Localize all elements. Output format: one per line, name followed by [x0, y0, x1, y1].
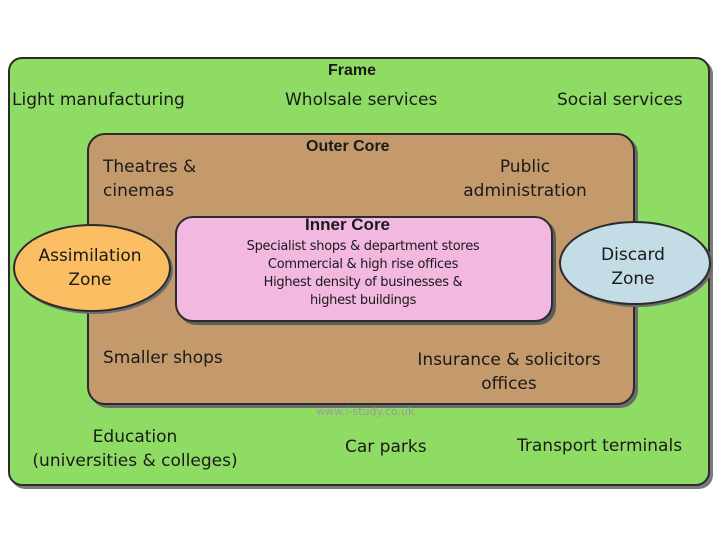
assimilation-line1: Assimilation: [38, 246, 142, 266]
label-education-line1: Education: [92, 427, 178, 447]
label-social-services: Social services: [557, 90, 683, 110]
label-theatres-line1: Theatres &: [103, 157, 197, 177]
label-insurance-line2: offices: [481, 374, 537, 394]
inner-core-line: highest buildings: [309, 293, 417, 308]
label-car-parks: Car parks: [345, 437, 427, 457]
label-light-manufacturing: Light manufacturing: [12, 90, 185, 110]
label-public-line2: administration: [463, 181, 587, 201]
outer-core-title: Outer Core: [306, 138, 390, 155]
label-public-line1: Public: [499, 157, 551, 177]
assimilation-zone: [13, 224, 171, 312]
label-wholesale-services: Wholsale services: [285, 90, 438, 110]
inner-core-line: Highest density of businesses &: [263, 275, 463, 290]
label-public-administration: Public administration: [455, 155, 595, 203]
frame-title: Frame: [328, 62, 377, 79]
discard-line2: Zone: [611, 269, 655, 289]
label-transport-terminals: Transport terminals: [517, 436, 683, 456]
label-education-line2: (universities & colleges): [32, 451, 238, 471]
assimilation-zone-label: Assimilation Zone: [15, 244, 165, 292]
label-theatres-line2: cinemas: [103, 181, 175, 201]
assimilation-line2: Zone: [68, 270, 112, 290]
label-insurance-solicitors: Insurance & solicitors offices: [410, 348, 608, 396]
inner-core-zone: [175, 216, 553, 322]
watermark: www.i-study.co.uk: [316, 405, 415, 418]
label-insurance-line1: Insurance & solicitors: [417, 350, 601, 370]
discard-zone-label: Discard Zone: [561, 243, 705, 291]
inner-core-line: Specialist shops & department stores: [246, 239, 480, 254]
inner-core-description: Specialist shops & department stores Com…: [225, 238, 501, 310]
label-education: Education (universities & colleges): [30, 425, 240, 473]
discard-zone: [559, 221, 711, 305]
inner-core-title: Inner Core: [305, 215, 391, 234]
inner-core-line: Commercial & high rise offices: [267, 257, 459, 272]
label-theatres-cinemas: Theatres & cinemas: [103, 155, 196, 203]
discard-line1: Discard: [601, 245, 665, 265]
label-smaller-shops: Smaller shops: [103, 348, 223, 368]
